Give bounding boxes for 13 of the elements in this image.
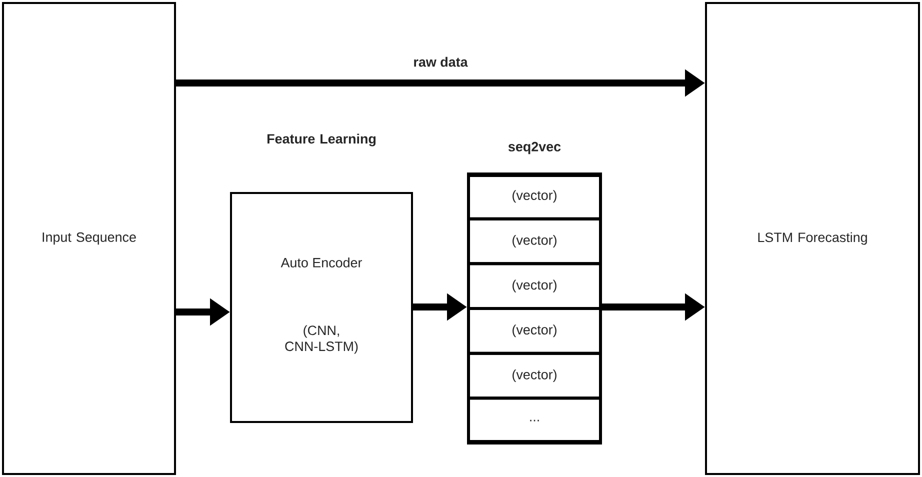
vector-cell: (vector) — [467, 307, 602, 355]
vector-cell: (vector) — [467, 352, 602, 400]
box-text: Auto Encoder — [280, 258, 362, 268]
vector-cell: (vector) — [467, 172, 602, 220]
process-box: Input Sequence — [2, 2, 176, 475]
stack-heading: seq2vec — [508, 142, 561, 154]
box-text: (CNN, CNN-LSTM) — [285, 325, 358, 354]
vector-cell: (vector) — [467, 217, 602, 266]
edge-label: raw data — [414, 56, 468, 67]
vector-cell: ... — [467, 396, 602, 444]
process-box: LSTM Forecasting — [705, 2, 920, 475]
vector-cell: (vector) — [467, 262, 602, 310]
box-heading: Feature Learning — [267, 134, 376, 146]
